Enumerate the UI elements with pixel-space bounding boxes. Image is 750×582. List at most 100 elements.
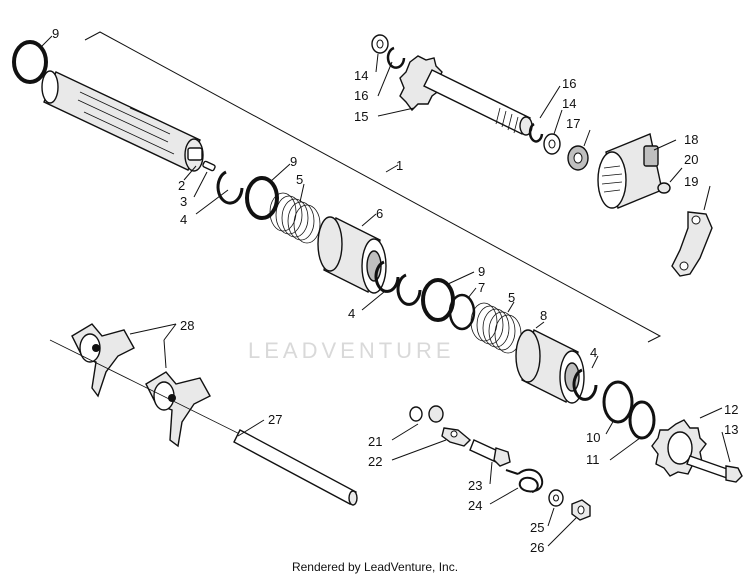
washer-14-top bbox=[371, 34, 389, 54]
watermark: LEADVENTURE bbox=[248, 338, 455, 363]
fork-28-b bbox=[145, 371, 211, 448]
leader-26 bbox=[547, 517, 577, 547]
callout-4-left: 4 bbox=[180, 212, 187, 227]
spring-24 bbox=[505, 468, 544, 493]
fork-axis-line bbox=[49, 339, 261, 445]
callout-19: 19 bbox=[684, 174, 698, 189]
leader-18 bbox=[653, 139, 677, 151]
ring-7 bbox=[448, 293, 476, 331]
callout-9-mid: 9 bbox=[478, 264, 485, 279]
callout-26: 26 bbox=[530, 540, 544, 555]
leader-28a bbox=[129, 323, 177, 335]
leader-5a bbox=[299, 183, 305, 203]
leader-4c bbox=[591, 355, 599, 369]
callout-16-top: 16 bbox=[354, 88, 368, 103]
arm-19 bbox=[671, 211, 713, 277]
callout-4-mid: 4 bbox=[348, 306, 355, 321]
bushing-21 bbox=[428, 405, 444, 423]
washer-21 bbox=[409, 406, 423, 422]
leader-3 bbox=[193, 171, 208, 198]
leader-23 bbox=[489, 461, 493, 485]
pin-3 bbox=[202, 160, 216, 172]
washer-9-mid bbox=[421, 278, 455, 322]
callout-23: 23 bbox=[468, 478, 482, 493]
callout-18: 18 bbox=[684, 132, 698, 147]
shift-drum bbox=[41, 70, 204, 172]
callout-9-top: 9 bbox=[52, 26, 59, 41]
washer-25 bbox=[548, 489, 564, 507]
leader-9b bbox=[269, 163, 291, 183]
leader-11 bbox=[609, 437, 641, 461]
leader-9c bbox=[447, 271, 475, 285]
callout-22: 22 bbox=[368, 454, 382, 469]
collar-8 bbox=[515, 328, 585, 404]
callout-20: 20 bbox=[684, 152, 698, 167]
ring-9-top bbox=[12, 40, 48, 84]
leader-20 bbox=[669, 167, 683, 183]
washer-14-mid bbox=[543, 133, 561, 155]
leader-2 bbox=[183, 165, 197, 181]
leader-15 bbox=[377, 107, 415, 117]
fork-28-a bbox=[71, 323, 135, 398]
leader-19 bbox=[703, 185, 711, 211]
leader-9a bbox=[39, 35, 53, 49]
sensor-18 bbox=[597, 133, 663, 209]
leader-16a bbox=[377, 61, 393, 97]
detent-arm-22 bbox=[441, 427, 472, 447]
washer-9-left bbox=[245, 176, 279, 220]
bearing-17 bbox=[567, 145, 589, 171]
gear-shaft-15 bbox=[399, 55, 533, 136]
clip-4-mid-a bbox=[374, 260, 400, 293]
leader-22 bbox=[391, 439, 447, 461]
leader-24 bbox=[489, 487, 519, 505]
spring-5-left bbox=[269, 192, 321, 244]
callout-1: 1 bbox=[396, 158, 403, 173]
leader-27 bbox=[237, 419, 265, 437]
callout-27: 27 bbox=[268, 412, 282, 427]
callout-14-top: 14 bbox=[354, 68, 368, 83]
clip-16-mid bbox=[528, 122, 544, 143]
callout-17: 17 bbox=[566, 116, 580, 131]
leader-13 bbox=[721, 431, 731, 463]
callout-5-left: 5 bbox=[296, 172, 303, 187]
callout-2: 2 bbox=[178, 178, 185, 193]
callout-3: 3 bbox=[180, 194, 187, 209]
leader-16b bbox=[539, 85, 561, 119]
leader-5b bbox=[507, 301, 515, 313]
callout-8: 8 bbox=[540, 308, 547, 323]
leader-28b bbox=[163, 339, 167, 369]
leader-14b bbox=[553, 109, 563, 135]
callout-24: 24 bbox=[468, 498, 482, 513]
leader-4b bbox=[361, 291, 385, 311]
callout-15: 15 bbox=[354, 109, 368, 124]
callout-labels: 9 1 2 3 4 9 5 6 4 9 7 5 8 4 14 16 15 16 … bbox=[52, 26, 738, 555]
rod-27 bbox=[233, 429, 358, 506]
collar-6 bbox=[317, 216, 387, 294]
callout-25: 25 bbox=[530, 520, 544, 535]
callout-4-right: 4 bbox=[590, 345, 597, 360]
clip-4-mid-b bbox=[396, 273, 422, 306]
callout-7: 7 bbox=[478, 280, 485, 295]
leader-21 bbox=[391, 423, 419, 441]
watermark-text: LEADVENTURE bbox=[248, 338, 455, 363]
callout-9-left: 9 bbox=[290, 154, 297, 169]
leader-12 bbox=[699, 407, 723, 419]
spring-5-right bbox=[470, 302, 522, 354]
leader-17 bbox=[583, 129, 591, 147]
leader-6 bbox=[361, 213, 377, 227]
leader-14a bbox=[375, 53, 379, 73]
callout-11: 11 bbox=[586, 452, 600, 467]
callout-21: 21 bbox=[368, 434, 382, 449]
callout-6: 6 bbox=[376, 206, 383, 221]
callout-5-right: 5 bbox=[508, 290, 515, 305]
leader-10 bbox=[605, 419, 615, 435]
assembly-bracket bbox=[84, 31, 662, 343]
washer-10 bbox=[602, 380, 634, 424]
leader-7 bbox=[467, 287, 477, 299]
clip-4-left bbox=[216, 170, 244, 205]
nut-26 bbox=[571, 499, 591, 521]
screw-20 bbox=[657, 182, 671, 194]
bolt-23 bbox=[469, 439, 511, 467]
